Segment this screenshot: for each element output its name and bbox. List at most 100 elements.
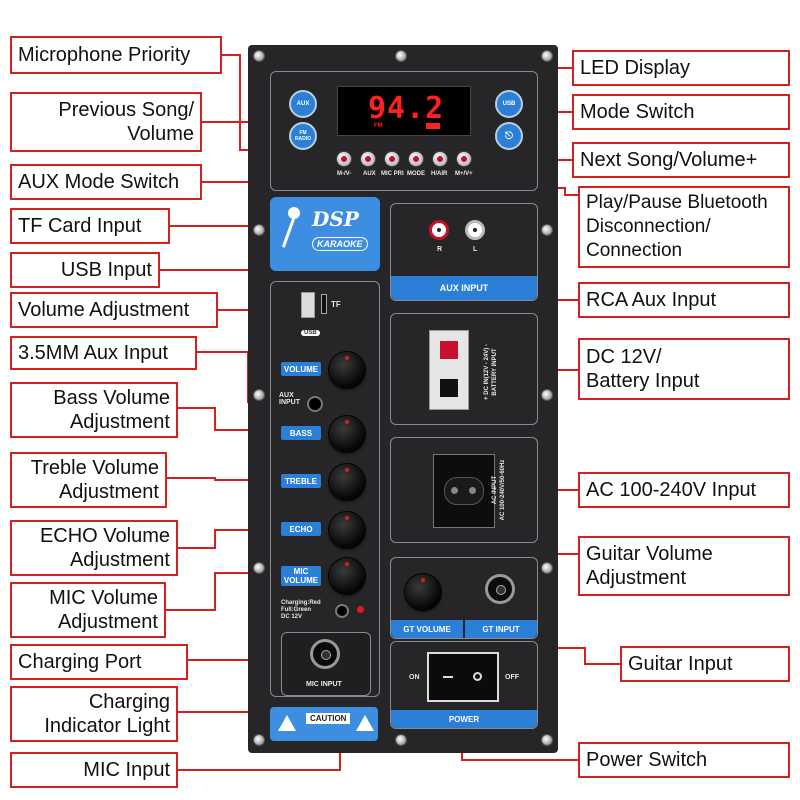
- dc-input-section: + DC IN(12V - 24V) - BATTERY INPUT: [390, 313, 538, 425]
- callout-volume-adjustment: Volume Adjustment: [10, 292, 218, 328]
- screw-icon: [396, 51, 406, 61]
- power-section: ON OFF POWER: [390, 641, 538, 729]
- guitar-section: GT VOLUME GT INPUT: [390, 557, 538, 639]
- button-label: MODE: [407, 171, 425, 177]
- warning-icon: [356, 715, 374, 731]
- callout-led-display: LED Display: [572, 50, 790, 86]
- callout-guitar-volume: Guitar Volume Adjustment: [578, 536, 790, 596]
- callout-play-pause-bluetooth: Play/Pause Bluetooth Disconnection/ Conn…: [578, 186, 790, 268]
- switch-off-label: OFF: [505, 674, 519, 681]
- usb-port[interactable]: [301, 292, 315, 318]
- next-volume-button[interactable]: [457, 152, 471, 166]
- mic-volume-label: MIC VOLUME: [281, 566, 321, 586]
- callout-guitar-input: Guitar Input: [620, 646, 790, 682]
- callout-echo-volume: ECHO Volume Adjustment: [10, 520, 178, 576]
- button-label: H/AIR: [431, 171, 448, 177]
- callout-treble-volume: Treble Volume Adjustment: [10, 452, 167, 508]
- mic-volume-knob[interactable]: [329, 558, 365, 594]
- button-label: M-/V-: [337, 171, 352, 177]
- gt-volume-label: GT VOLUME: [391, 620, 463, 638]
- led-display: 94.2 FM: [337, 86, 471, 136]
- callout-charging-indicator: Charging Indicator Light: [10, 686, 178, 742]
- logo-karaoke: KARAOKE: [312, 237, 368, 251]
- mode-button[interactable]: [409, 152, 423, 166]
- callout-usb-input: USB Input: [10, 252, 160, 288]
- screw-icon: [542, 225, 552, 235]
- gt-input-jack[interactable]: [485, 574, 515, 604]
- echo-label: ECHO: [281, 522, 321, 536]
- button-label: MIC PRI: [381, 171, 404, 177]
- callout-mic-input: MIC Input: [10, 752, 178, 788]
- screw-icon: [254, 51, 264, 61]
- charging-port[interactable]: [335, 604, 349, 618]
- screw-icon: [542, 563, 552, 573]
- bluetooth-mode-button[interactable]: ⎋: [495, 122, 523, 150]
- rca-jack-white[interactable]: [465, 220, 485, 240]
- power-label: POWER: [391, 710, 537, 728]
- volume-knob[interactable]: [329, 352, 365, 388]
- bass-label: BASS: [281, 426, 321, 440]
- callout-bass-volume: Bass Volume Adjustment: [10, 382, 178, 438]
- rca-section: R L AUX INPUT: [390, 203, 538, 301]
- callout-aux-mode-switch: AUX Mode Switch: [10, 164, 202, 200]
- echo-knob[interactable]: [329, 512, 365, 548]
- usb-label: USB: [301, 330, 320, 336]
- charging-indicator-light: [357, 606, 364, 613]
- treble-knob[interactable]: [329, 464, 365, 500]
- caution-sticker: CAUTION: [270, 707, 378, 741]
- left-controls: TF USB VOLUME AUX INPUT BASS TREBLE ECHO…: [270, 281, 380, 697]
- play-pause-button[interactable]: [433, 152, 447, 166]
- rca-jack-red[interactable]: [429, 220, 449, 240]
- usb-button[interactable]: USB: [495, 90, 523, 118]
- callout-previous-song-volume: Previous Song/ Volume: [10, 92, 202, 152]
- battery-indicator-icon: [426, 123, 440, 129]
- gt-volume-knob[interactable]: [405, 574, 441, 610]
- display-value: 94.2: [368, 91, 445, 126]
- tf-slot[interactable]: [321, 294, 327, 314]
- callout-ac-input: AC 100-240V Input: [578, 472, 790, 508]
- aux-35mm-jack[interactable]: [307, 396, 323, 412]
- dc-label: + DC IN(12V - 24V) - BATTERY INPUT: [484, 344, 498, 400]
- mic-jack[interactable]: [310, 639, 340, 669]
- callout-dc-battery-input: DC 12V/ Battery Input: [578, 338, 790, 400]
- aux-input-small-label: AUX INPUT: [279, 392, 300, 406]
- warning-icon: [278, 715, 296, 731]
- tf-label: TF: [331, 300, 341, 309]
- rca-r-label: R: [437, 246, 443, 253]
- ac-socket[interactable]: [433, 454, 495, 528]
- callout-35mm-aux-input: 3.5MM Aux Input: [10, 336, 197, 370]
- button-label: AUX: [363, 171, 376, 177]
- aux-mode-button[interactable]: [361, 152, 375, 166]
- prev-volume-button[interactable]: [337, 152, 351, 166]
- callout-tf-card-input: TF Card Input: [10, 208, 170, 244]
- callout-next-song-volume: Next Song/Volume+: [572, 142, 790, 178]
- switch-on-label: ON: [409, 674, 420, 681]
- bass-knob[interactable]: [329, 416, 365, 452]
- dc-terminal[interactable]: [429, 330, 469, 410]
- screw-icon: [254, 225, 264, 235]
- screw-icon: [396, 735, 406, 745]
- mic-input-section: MIC INPUT: [281, 632, 371, 696]
- gt-input-label: GT INPUT: [465, 620, 537, 638]
- logo-dsp: DSP: [312, 207, 359, 231]
- microphone-icon: [281, 207, 300, 248]
- volume-label: VOLUME: [281, 362, 321, 376]
- aux-button[interactable]: AUX: [289, 90, 317, 118]
- screw-icon: [254, 735, 264, 745]
- ac-label: AC INPUT AC 100-240V/50-60Hz: [492, 459, 506, 521]
- dsp-karaoke-logo: DSP KARAOKE: [270, 197, 380, 271]
- mic-input-label: MIC INPUT: [306, 681, 342, 688]
- button-label: M+/V+: [455, 171, 473, 177]
- callout-charging-port: Charging Port: [10, 644, 188, 680]
- display-section: AUX FM RADIO 94.2 FM USB ⎋ M-/V- AUX MIC…: [270, 71, 538, 191]
- callout-mode-switch: Mode Switch: [572, 94, 790, 130]
- screw-icon: [542, 51, 552, 61]
- mic-priority-button[interactable]: [385, 152, 399, 166]
- screw-icon: [254, 390, 264, 400]
- display-fm: FM: [374, 123, 383, 129]
- ac-input-section: AC INPUT AC 100-240V/50-60Hz: [390, 437, 538, 543]
- power-switch[interactable]: [427, 652, 499, 702]
- fm-radio-button[interactable]: FM RADIO: [289, 122, 317, 150]
- callout-mic-volume: MIC Volume Adjustment: [10, 582, 166, 638]
- screw-icon: [542, 735, 552, 745]
